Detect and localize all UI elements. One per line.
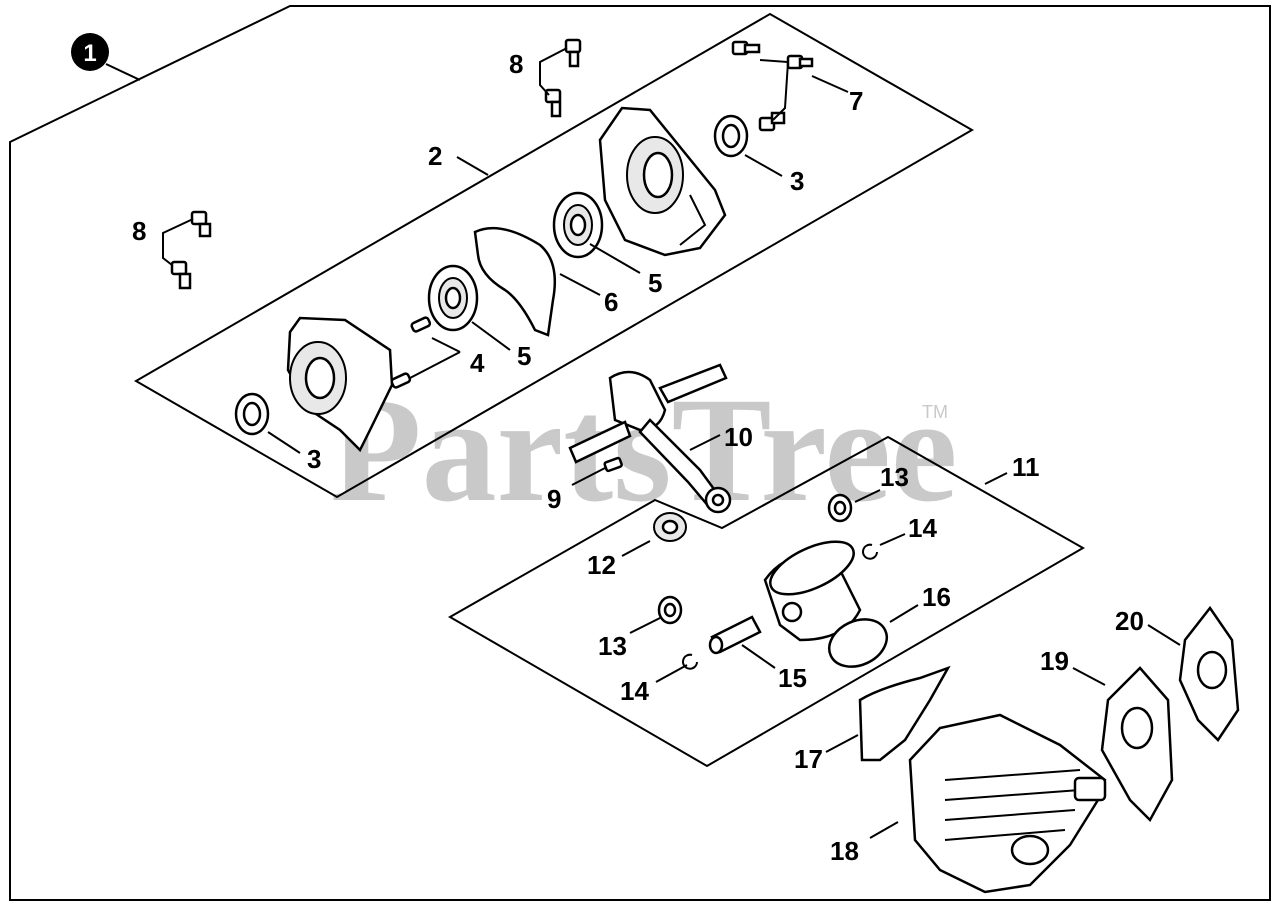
- leader-lines: [162, 47, 1181, 839]
- bearing-icon: [552, 191, 604, 259]
- crankshaft-icon: [568, 363, 732, 514]
- callout-7: 7: [849, 86, 863, 116]
- callout-16: 16: [922, 582, 951, 612]
- callout-6: 6: [604, 287, 618, 317]
- oil-seal-icon: [713, 114, 749, 158]
- intake-gasket-icon: [1178, 605, 1240, 742]
- callout-3: 3: [307, 444, 321, 474]
- callout-15: 15: [778, 663, 807, 693]
- callout-10: 10: [724, 422, 753, 452]
- crankcase-half-icon: [286, 316, 394, 453]
- cylinder-icon: [908, 713, 1107, 894]
- assembly-frame: [9, 5, 1271, 901]
- gasket-icon: [473, 226, 557, 337]
- crankcase-group-box: [134, 12, 975, 499]
- cylinder-gasket-icon: [858, 665, 951, 762]
- dowel-pin-icon: [410, 316, 432, 333]
- assembly-badge-label: 1: [83, 40, 96, 67]
- screw-icon: [190, 210, 212, 238]
- screw-icon: [786, 54, 814, 70]
- callout-14: 14: [620, 676, 649, 706]
- thrust-washer-icon: [657, 595, 683, 625]
- callout-12: 12: [587, 550, 616, 580]
- piston-pin-icon: [708, 615, 762, 655]
- circlip-icon: [862, 543, 878, 560]
- trademark-text: TM: [922, 402, 948, 422]
- callout-4: 4: [470, 348, 485, 378]
- needle-bearing-icon: [653, 512, 687, 542]
- callout-8: 8: [132, 216, 146, 246]
- screw-icon: [731, 40, 761, 56]
- bearing-icon: [427, 264, 479, 332]
- callout-13: 13: [880, 462, 909, 492]
- screw-icon: [758, 111, 786, 132]
- thrust-washer-icon: [827, 493, 853, 523]
- callout-14: 14: [908, 513, 937, 543]
- callout-8: 8: [509, 49, 523, 79]
- callout-5: 5: [648, 268, 662, 298]
- oil-seal-icon: [234, 392, 270, 436]
- callout-5: 5: [517, 341, 531, 371]
- callout-18: 18: [830, 836, 859, 866]
- piston-ring-icon: [828, 618, 888, 668]
- screw-icon: [564, 38, 582, 68]
- callout-9: 9: [547, 484, 561, 514]
- insulator-gasket-icon: [1100, 666, 1174, 823]
- piston-group-box: [447, 435, 1086, 768]
- callout-11: 11: [1012, 452, 1040, 482]
- piston-icon: [763, 540, 862, 642]
- callout-19: 19: [1040, 646, 1069, 676]
- woodruff-key-icon: [603, 456, 623, 473]
- screw-icon: [170, 260, 192, 290]
- assembly-badge: 1: [71, 33, 109, 71]
- callout-20: 20: [1115, 606, 1144, 636]
- screw-icon: [544, 88, 562, 118]
- callout-3: 3: [790, 166, 804, 196]
- crankcase-half-icon: [598, 106, 727, 257]
- assembly-badge-leader: [105, 63, 141, 81]
- callout-2: 2: [428, 141, 442, 171]
- callout-13: 13: [598, 631, 627, 661]
- callout-17: 17: [794, 744, 823, 774]
